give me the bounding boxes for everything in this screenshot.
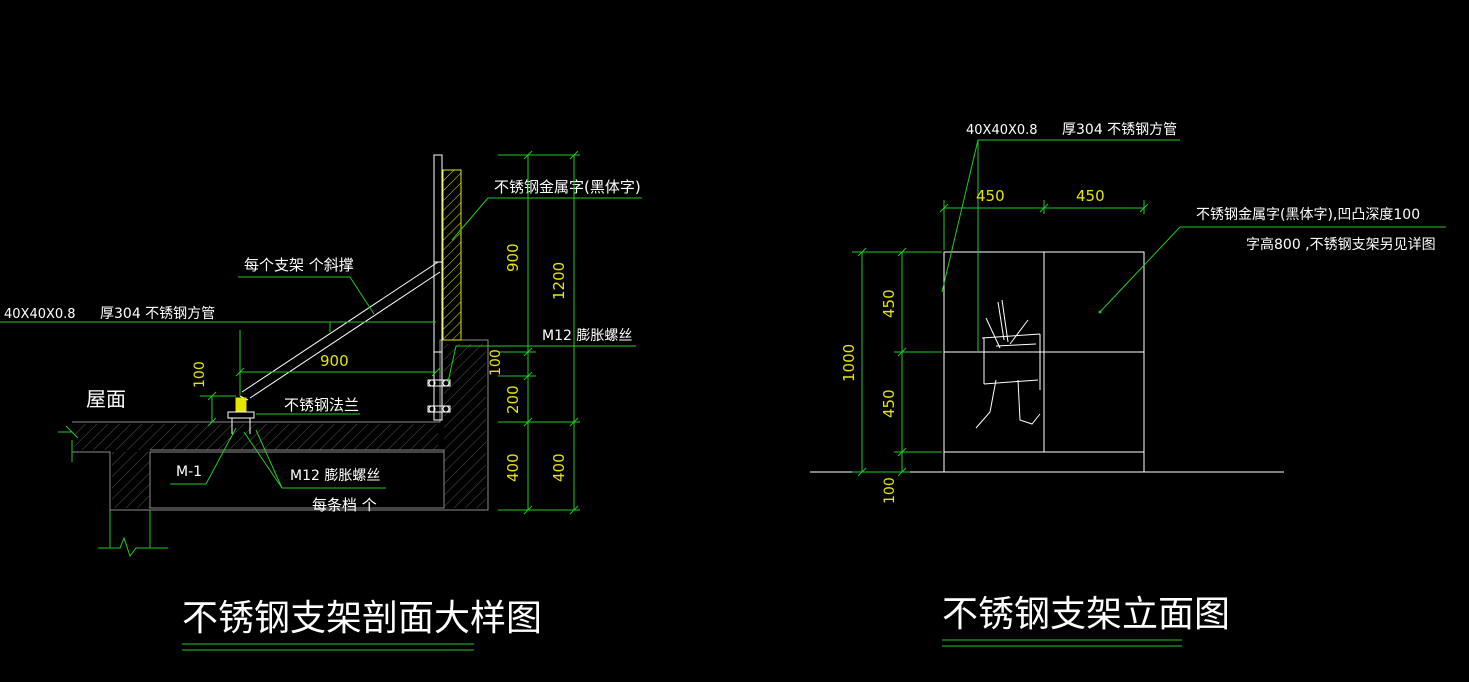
m1-label: M-1	[176, 464, 202, 480]
vertical-post	[433, 154, 443, 421]
section-detail: 40X40X0.8 厚304 不锈钢方管 不锈钢金属字(黑体字) 每个支架 个斜…	[0, 150, 642, 651]
dim-chain-inner	[498, 150, 580, 515]
dim-elev-450-w-a: 450	[976, 187, 1005, 205]
roof-slab	[58, 339, 489, 558]
dim-400-b: 400	[550, 453, 568, 482]
base-flange-right	[427, 379, 451, 413]
dim-400-a: 400	[504, 453, 522, 482]
dim-elev-450-h-a: 450	[880, 289, 898, 318]
brace-label: 每个支架 个斜撑	[244, 256, 354, 274]
bolt-bottom-label: M12 膨胀螺丝	[290, 467, 380, 484]
dim-900-horiz: 900	[320, 352, 349, 370]
tube-leader	[0, 321, 436, 332]
bolt-top-leader-diag	[447, 345, 457, 383]
m1-leader-diag	[205, 427, 237, 485]
dim-elev-450-h-b: 450	[880, 389, 898, 418]
dim-left-100	[200, 391, 236, 427]
dim-100-right: 100	[488, 349, 504, 376]
sign-label: 不锈钢金属字(黑体字)	[494, 178, 641, 196]
elev-sign-label-1: 不锈钢金属字(黑体字),凹凸深度100	[1196, 207, 1420, 223]
flange-label: 不锈钢法兰	[284, 396, 359, 414]
elevation-frame	[943, 251, 1145, 473]
elev-tube-size-label: 40X40X0.8	[966, 123, 1038, 138]
per-bar-label: 每条档 个	[312, 496, 377, 514]
diagonal-brace	[239, 261, 441, 401]
brace-leader-diag	[349, 276, 375, 315]
bolt-bottom-leader-diag	[243, 431, 283, 489]
dim-horiz-900	[235, 330, 441, 396]
dim-elev-1000: 1000	[840, 344, 858, 382]
dim-elev-100: 100	[882, 477, 898, 504]
elevation-view: 40X40X0.8 厚304 不锈钢方管 不锈钢金属字(黑体字),凹凸深度100…	[810, 122, 1446, 647]
bolt-top-label: M12 膨胀螺丝	[542, 327, 632, 344]
tube-size-label: 40X40X0.8	[4, 307, 76, 322]
dim-elev-width	[939, 200, 1149, 250]
bolt-bottom-leader-diag2	[255, 429, 283, 489]
elev-tube-leader-diag	[941, 139, 979, 293]
dim-chain-outer	[569, 150, 579, 515]
sign-plate	[442, 169, 462, 341]
elev-tube-desc-label: 厚304 不锈钢方管	[1062, 122, 1177, 138]
roof-label: 屋面	[86, 387, 126, 411]
sign-glyph-sketch	[975, 299, 1041, 429]
section-title: 不锈钢支架剖面大样图	[182, 598, 542, 639]
dim-900-vert: 900	[504, 243, 522, 272]
elevation-title: 不锈钢支架立面图	[942, 594, 1230, 635]
elev-sign-leader-diag	[1099, 226, 1181, 313]
tube-desc-label: 厚304 不锈钢方管	[100, 306, 215, 322]
elev-sign-leader-dot	[1098, 310, 1102, 314]
dim-elev-height	[852, 247, 942, 477]
base-flange-left	[227, 397, 255, 434]
sign-leader-diag	[451, 197, 489, 241]
dim-200: 200	[504, 385, 522, 414]
dim-1200: 1200	[550, 262, 568, 300]
dim-100-left: 100	[192, 361, 208, 388]
elev-sign-label-2: 字高800 ,不锈钢支架另见详图	[1246, 236, 1436, 253]
dim-elev-450-w-b: 450	[1076, 187, 1105, 205]
